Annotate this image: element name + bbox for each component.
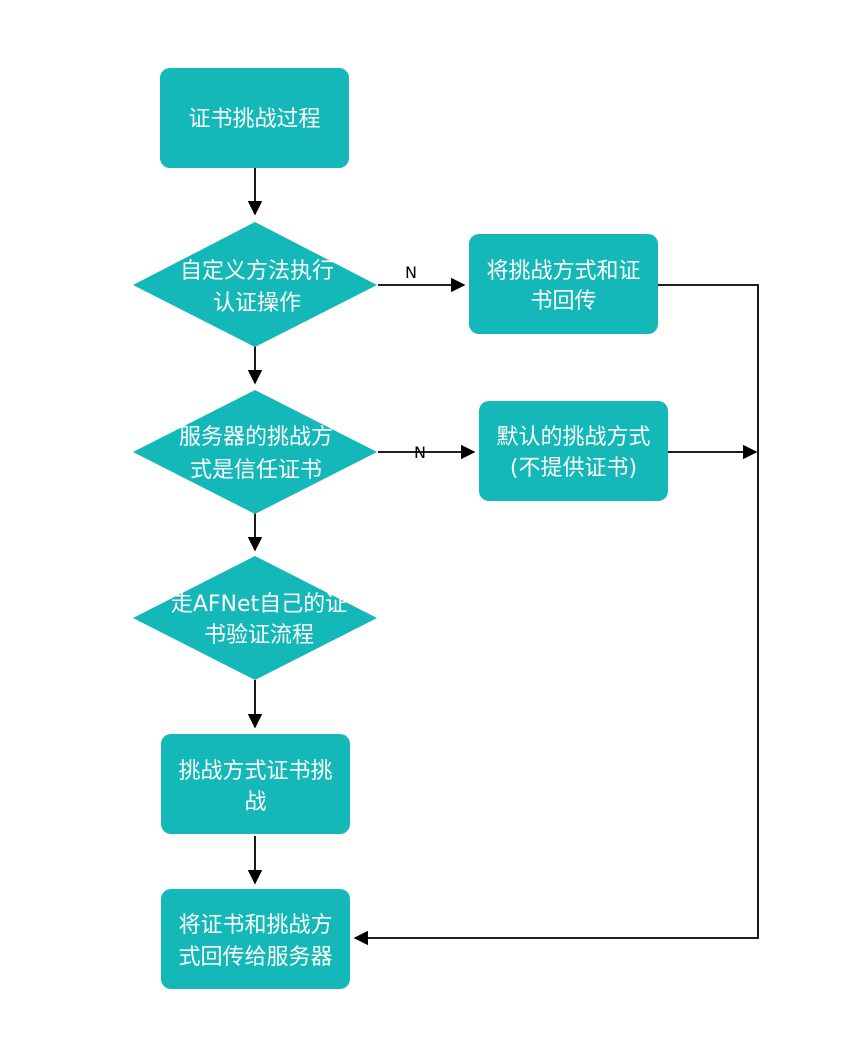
node-afnet-verify-line-1: 走AFNet自己的证 [171,592,347,617]
node-start-line-1: 证书挑战过程 [188,107,320,132]
node-custom-auth: 自定义方法执行 认证操作 [133,222,377,347]
node-send-server: 将证书和挑战方 式回传给服务器 [161,889,350,989]
node-pass-back-line-2: 书回传 [530,289,596,314]
edge-label-n-1: N [405,263,417,282]
node-custom-auth-line-1: 自定义方法执行 [180,259,334,284]
node-challenge-line-2: 战 [244,790,266,815]
node-pass-back-line-1: 将挑战方式和证 [486,259,640,284]
node-send-server-line-1: 将证书和挑战方 [178,913,332,938]
node-default-line-2: (不提供证书) [510,456,637,481]
node-default-line-1: 默认的挑战方式 [496,425,650,450]
node-send-server-line-2: 式回传给服务器 [178,945,332,970]
edge-pass-back-to-send-server [353,284,759,946]
node-afnet-verify-line-2: 书验证流程 [204,623,314,648]
node-pass-back: 将挑战方式和证 书回传 [469,234,658,334]
edge-label-n-2: N [414,443,426,462]
edges: N N [247,168,759,946]
node-custom-auth-line-2: 认证操作 [213,291,301,316]
node-server-trust-line-2: 式是信任证书 [190,458,322,483]
node-server-trust: 服务器的挑战方 式是信任证书 [133,390,377,514]
node-challenge-line-1: 挑战方式证书挑 [178,759,332,784]
node-challenge: 挑战方式证书挑 战 [161,734,350,834]
node-server-trust-line-1: 服务器的挑战方 [179,425,333,450]
node-afnet-verify: 走AFNet自己的证 书验证流程 [133,556,377,680]
node-start: 证书挑战过程 [160,68,349,168]
node-default: 默认的挑战方式 (不提供证书) [479,401,668,501]
nodes: 证书挑战过程 自定义方法执行 认证操作 将挑战方式和证 书回传 服务器的挑战方 … [133,68,668,989]
